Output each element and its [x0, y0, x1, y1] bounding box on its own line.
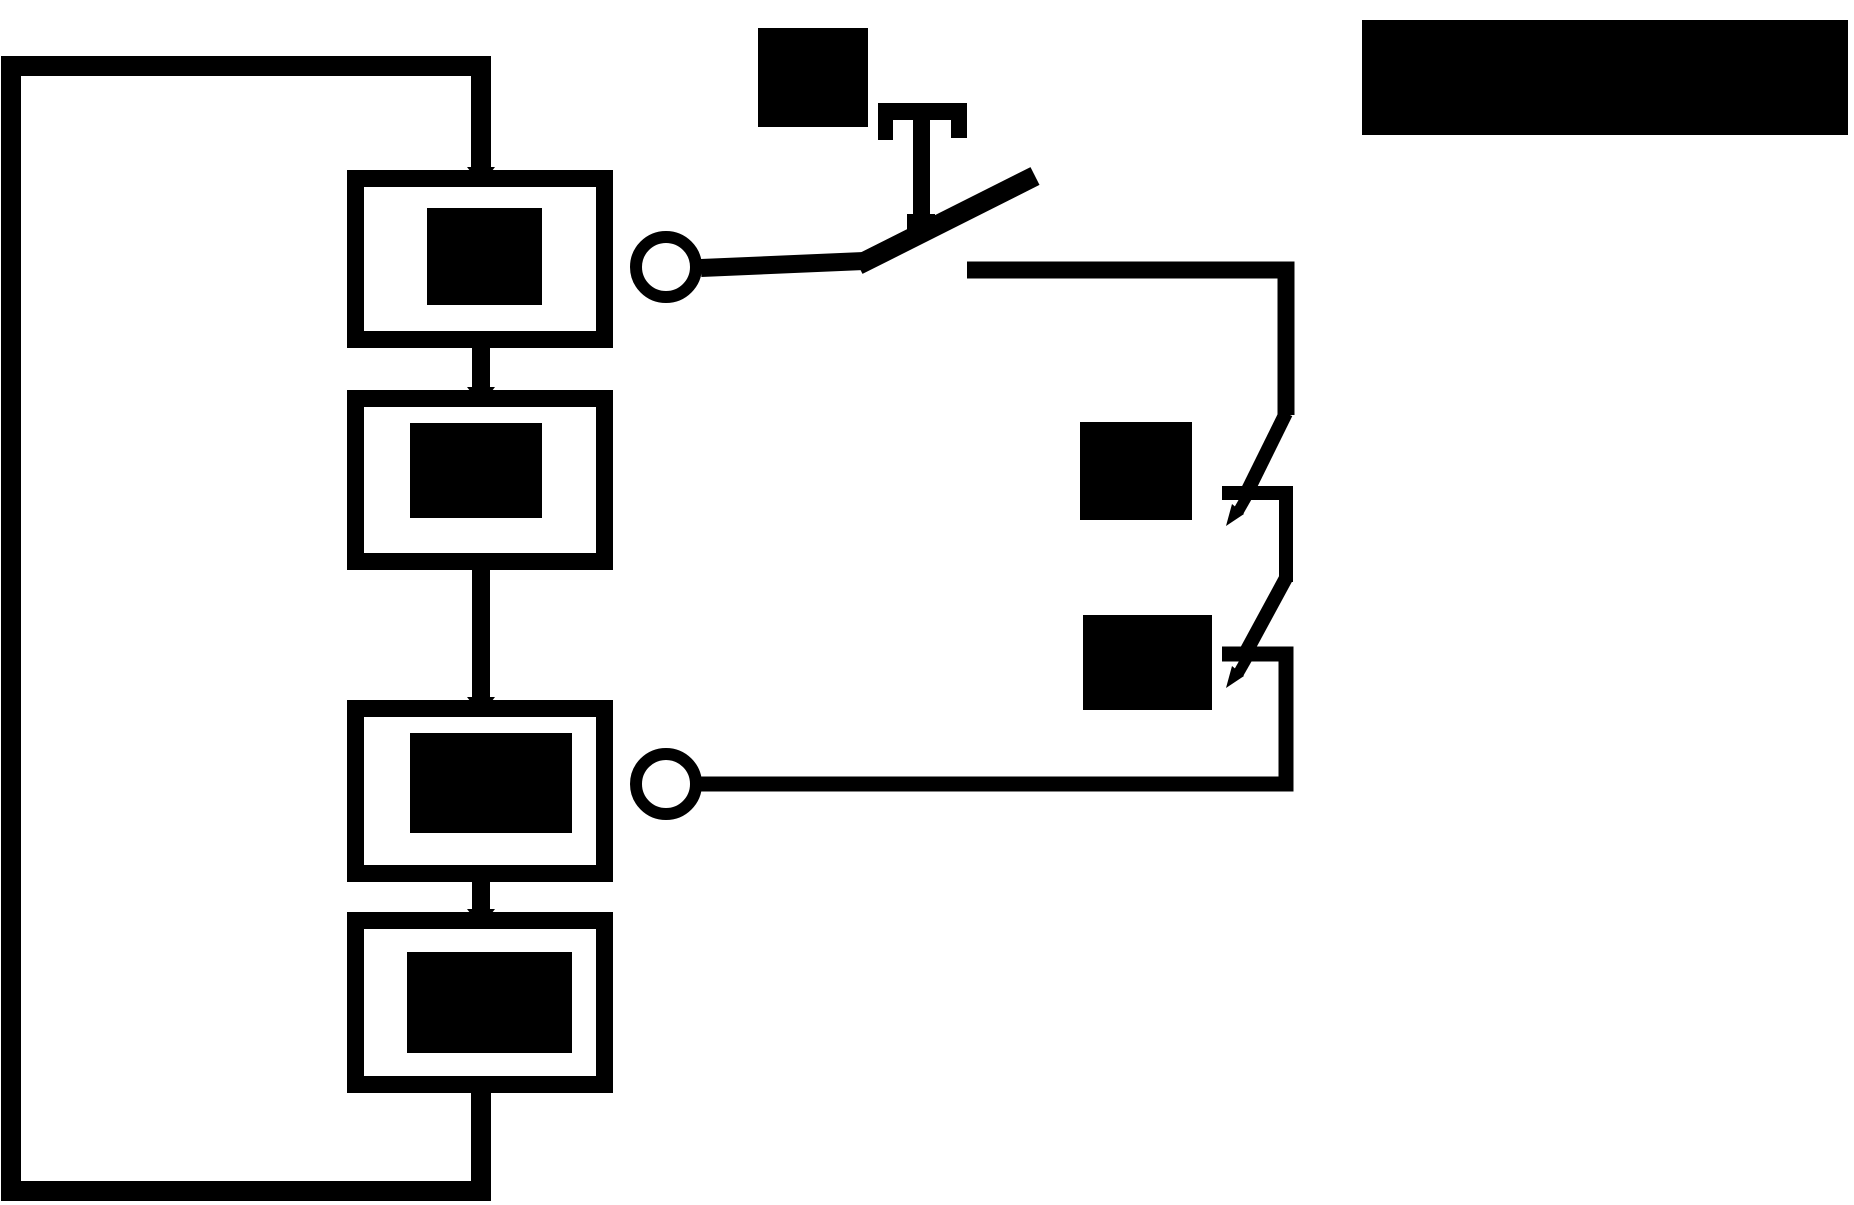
junction-arrow — [467, 909, 495, 927]
title-redaction-bar — [1362, 20, 1848, 135]
terminal-top — [630, 231, 702, 303]
actuator-foot — [907, 214, 935, 231]
component-box-4-label-redaction — [407, 952, 572, 1053]
terminal-bottom — [630, 748, 702, 820]
contact-lower-arrow-shaft — [1233, 650, 1255, 677]
junction-arrow — [467, 697, 495, 715]
contact-upper-arrow-tick — [1226, 504, 1244, 526]
contact-upper-label-redaction — [1080, 422, 1192, 520]
junction-arrow — [467, 337, 495, 355]
junction-arrow — [467, 1082, 495, 1100]
contact-upper-blade — [1240, 409, 1293, 496]
junction-arrow — [467, 871, 495, 889]
switch-label-redaction — [758, 28, 868, 127]
push-switch — [700, 28, 1040, 277]
contact-upper-arrow-shaft — [1233, 488, 1255, 515]
contact-lower-arrow-tick — [1226, 666, 1244, 688]
junction-arrow — [467, 559, 495, 577]
switch-actuator — [878, 103, 967, 231]
component-box-3-label-redaction — [410, 733, 572, 833]
right-branch-top-wire — [967, 261, 1295, 415]
actuator-cap-left-flange — [878, 103, 893, 140]
actuator-stem — [913, 112, 930, 222]
switch-blade — [853, 167, 1040, 274]
supply-loop-wire — [1, 56, 491, 1201]
contact-lower — [701, 574, 1294, 792]
component-box-1-label-redaction — [427, 208, 542, 305]
contact-lower-fixed-wire — [701, 646, 1294, 792]
actuator-cap-bar — [878, 103, 967, 120]
contact-lower-blade — [1240, 574, 1293, 654]
junction-arrow — [467, 387, 495, 405]
junction-arrow — [467, 167, 495, 185]
component-box-2-label-redaction — [410, 423, 542, 518]
contact-lower-label-redaction — [1083, 615, 1212, 710]
switch-hinge-wire — [700, 252, 865, 277]
actuator-cap-right-flange — [951, 103, 967, 138]
contact-upper — [1080, 409, 1293, 582]
